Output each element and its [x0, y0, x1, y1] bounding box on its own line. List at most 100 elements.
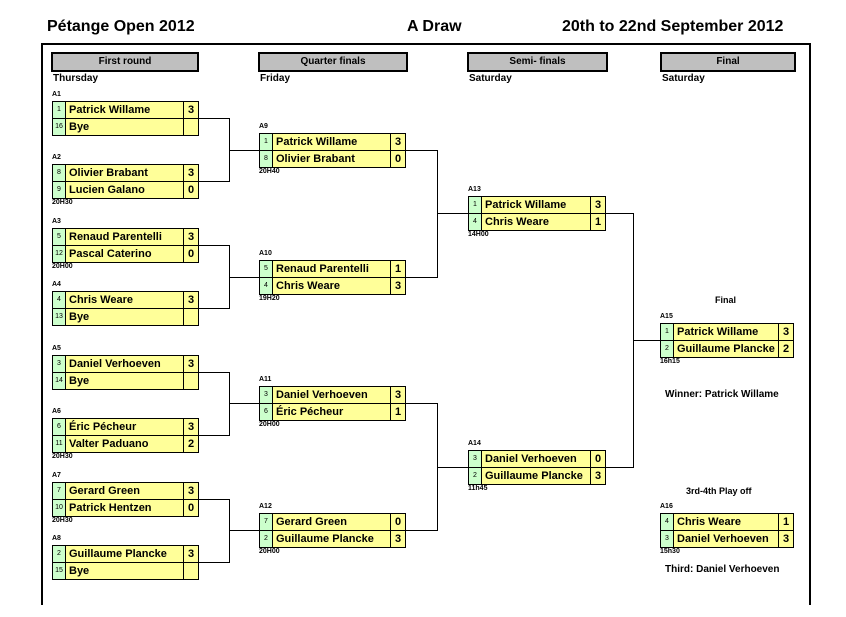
- player-seed: 1: [53, 102, 66, 118]
- draw-title: A Draw: [407, 18, 462, 35]
- match-code: A9: [259, 123, 268, 130]
- bracket-connector: [606, 467, 633, 468]
- player-score: [183, 119, 198, 135]
- bracket-connector: [199, 308, 229, 309]
- round-day-semi: Saturday: [469, 73, 512, 84]
- match-time: 20H00: [259, 548, 280, 555]
- winner-text: Winner: Patrick Willame: [665, 389, 779, 400]
- player-seed: 7: [260, 514, 273, 530]
- player-name: Patrick Willame: [485, 199, 567, 211]
- player-seed: 15: [53, 563, 66, 579]
- match-code: A15: [660, 313, 673, 320]
- match-time: 20H00: [259, 421, 280, 428]
- match-code: A4: [52, 281, 61, 288]
- player-name: Daniel Verhoeven: [485, 453, 577, 465]
- player-name: Chris Weare: [69, 294, 133, 306]
- player-seed: 13: [53, 309, 66, 325]
- bracket-connector: [406, 150, 437, 151]
- match-time: 20H30: [52, 517, 73, 524]
- player-seed: 2: [260, 531, 273, 547]
- player-seed: 1: [469, 197, 482, 213]
- player-score: 3: [778, 531, 793, 547]
- round-header-first: First round: [51, 52, 199, 72]
- playoff-label: 3rd-4th Play off: [686, 486, 752, 496]
- player-seed: 12: [53, 246, 66, 262]
- player-seed: 3: [469, 451, 482, 467]
- player-score: 3: [390, 134, 405, 150]
- player-score: 0: [390, 151, 405, 167]
- player-score: [183, 373, 198, 389]
- player-name: Renaud Parentelli: [69, 231, 162, 243]
- bracket-connector: [229, 150, 259, 151]
- player-name: Bye: [69, 375, 90, 387]
- player-name: Patrick Hentzen: [69, 502, 152, 514]
- tournament-dates: 20th to 22nd September 2012: [562, 18, 784, 35]
- match-time: 20H40: [259, 168, 280, 175]
- player-score: 3: [778, 324, 793, 340]
- match-time: 20H30: [52, 199, 73, 206]
- player-seed: 3: [53, 356, 66, 372]
- player-name: Patrick Willame: [276, 136, 358, 148]
- round-day-first: Thursday: [53, 73, 99, 84]
- player-score: 3: [183, 356, 198, 372]
- player-seed: 4: [53, 292, 66, 308]
- match-code: A8: [52, 535, 61, 542]
- match-code: A11: [259, 376, 272, 383]
- player-name: Chris Weare: [276, 280, 340, 292]
- player-seed: 6: [53, 419, 66, 435]
- bracket-connector: [606, 213, 633, 214]
- player-score: 3: [590, 197, 605, 213]
- player-seed: 10: [53, 500, 66, 516]
- player-name: Chris Weare: [677, 516, 741, 528]
- player-score: 3: [183, 229, 198, 245]
- player-seed: 5: [260, 261, 273, 277]
- match-time: 20H30: [52, 453, 73, 460]
- player-seed: 16: [53, 119, 66, 135]
- round-header-semi: Semi- finals: [467, 52, 608, 72]
- round-day-final: Saturday: [662, 73, 705, 84]
- player-score: 1: [778, 514, 793, 530]
- player-seed: 14: [53, 373, 66, 389]
- final-label: Final: [715, 295, 737, 305]
- match-code: A1: [52, 91, 61, 98]
- player-name: Guillaume Plancke: [677, 343, 775, 355]
- player-seed: 11: [53, 436, 66, 452]
- player-name: Daniel Verhoeven: [276, 389, 368, 401]
- player-name: Daniel Verhoeven: [677, 533, 769, 545]
- player-name: Guillaume Plancke: [276, 533, 374, 545]
- player-name: Gerard Green: [69, 485, 140, 497]
- player-name: Pascal Caterino: [69, 248, 152, 260]
- match-code: A2: [52, 154, 61, 161]
- player-seed: 8: [53, 165, 66, 181]
- bracket-connector: [437, 467, 468, 468]
- bracket-connector: [229, 499, 230, 563]
- bracket-connector: [199, 499, 229, 500]
- player-score: 3: [183, 419, 198, 435]
- player-seed: 9: [53, 182, 66, 198]
- player-score: 3: [390, 278, 405, 294]
- bracket-connector: [406, 277, 437, 278]
- bracket-connector: [199, 118, 229, 119]
